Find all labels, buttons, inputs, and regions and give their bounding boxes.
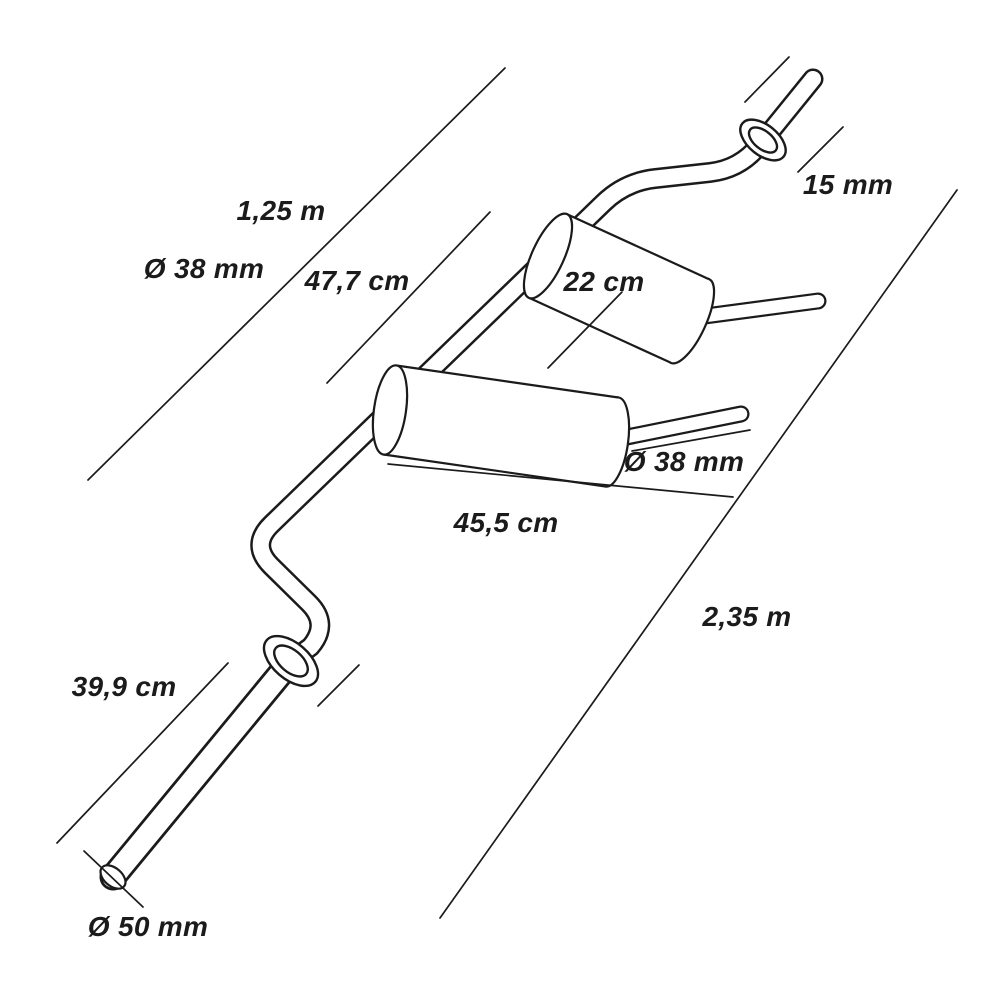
upper-roller: [522, 212, 827, 365]
dim-line-235m: [439, 189, 958, 919]
tick-collar-bottom: [317, 664, 360, 707]
dim-label-collar-thickness: 15 mm: [802, 169, 894, 200]
dim-line-125m: [87, 67, 506, 481]
bar-shaft: [99, 68, 824, 891]
upper-roller-axle: [681, 292, 827, 327]
lower-roller-axle: [603, 405, 750, 449]
dimension-lines: [56, 56, 958, 919]
dim-label-sleeve-diameter: Ø 50 mm: [87, 911, 209, 942]
dim-label-center-section: 47,7 cm: [304, 265, 410, 296]
dim-label-roller-span: 45,5 cm: [453, 507, 559, 538]
dim-label-shaft-diameter: Ø 38 mm: [143, 253, 265, 284]
dim-label-total-length: 2,35 m: [702, 601, 792, 632]
dim-label-roller-length: 22 cm: [563, 266, 645, 297]
tick-collar-top-b: [797, 126, 844, 173]
dim-line-455cm: [387, 463, 734, 498]
dim-label-axle-diameter: Ø 38 mm: [623, 446, 745, 477]
lower-roller: [371, 364, 750, 488]
dim-line-477cm: [326, 211, 491, 384]
dim-label-sleeve-length: 39,9 cm: [71, 671, 177, 702]
dim-line-22cm: [547, 291, 623, 369]
tick-collar-top-a: [744, 56, 790, 103]
dim-label-bar-length: 1,25 m: [236, 195, 326, 226]
top-collar: [739, 118, 787, 162]
bottom-collar: [262, 634, 320, 688]
dim-line-399cm: [56, 662, 229, 844]
dim-line-50mm: [83, 850, 144, 908]
dim-line-38mm-right: [631, 429, 751, 452]
